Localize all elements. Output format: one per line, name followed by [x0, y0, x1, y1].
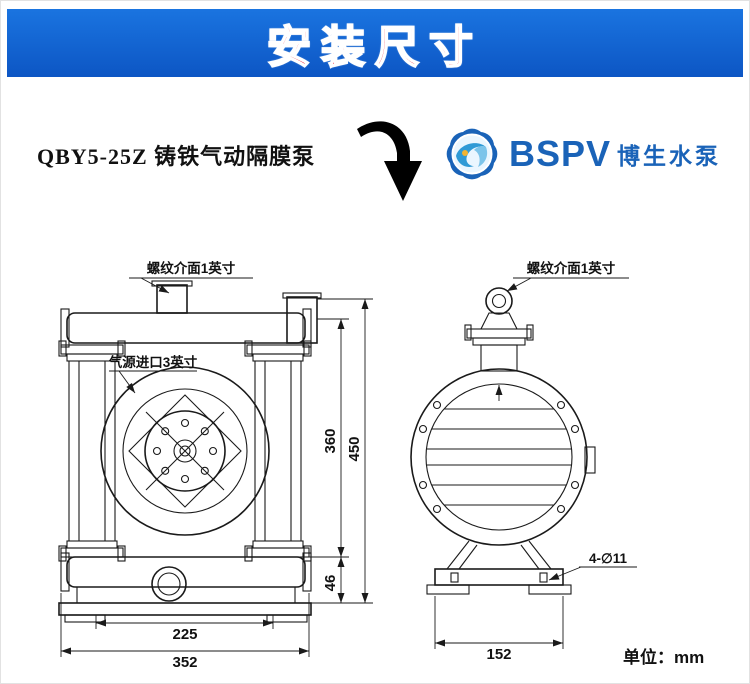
front-thread-label: 螺纹介面1英寸	[147, 260, 236, 276]
dim-360: 360	[322, 428, 339, 453]
side-view-pump	[410, 287, 596, 595]
housing-bolts	[418, 400, 580, 514]
holes-label: 4-∅11	[589, 551, 628, 566]
brand-name-cn: 博生水泵	[617, 143, 721, 169]
dim-46: 46	[322, 575, 339, 592]
banner: 安装尺寸	[7, 9, 743, 77]
valve-bolts	[152, 418, 218, 484]
dim-225: 225	[172, 626, 197, 643]
dim-152: 152	[486, 646, 511, 663]
intro-section: QBY5-25Z 铸铁气动隔膜泵 BSPV 博生水泵	[1, 77, 749, 251]
brand-name: BSPV	[508, 133, 611, 174]
brand-logo: BSPV 博生水泵	[443, 125, 721, 183]
front-view-pump	[58, 280, 322, 623]
dim-450: 450	[346, 436, 363, 461]
installation-drawing: 螺纹介面1英寸 气源进口3英寸 360 46 450	[1, 251, 749, 683]
dim-352: 352	[172, 654, 197, 671]
air-inlet-label: 气源进口3英寸	[108, 354, 198, 370]
side-view-annotations: 螺纹介面1英寸 4-∅11 152	[434, 260, 637, 663]
front-view-annotations: 螺纹介面1英寸 气源进口3英寸 360 46 450	[60, 260, 373, 671]
brand-emblem-icon	[446, 128, 498, 180]
side-thread-label: 螺纹介面1英寸	[527, 260, 616, 276]
unit-label: 单位：mm	[623, 647, 704, 667]
product-title: QBY5-25Z 铸铁气动隔膜泵	[37, 144, 316, 169]
curved-arrow-icon	[357, 121, 422, 201]
banner-title: 安装尺寸	[266, 22, 483, 73]
